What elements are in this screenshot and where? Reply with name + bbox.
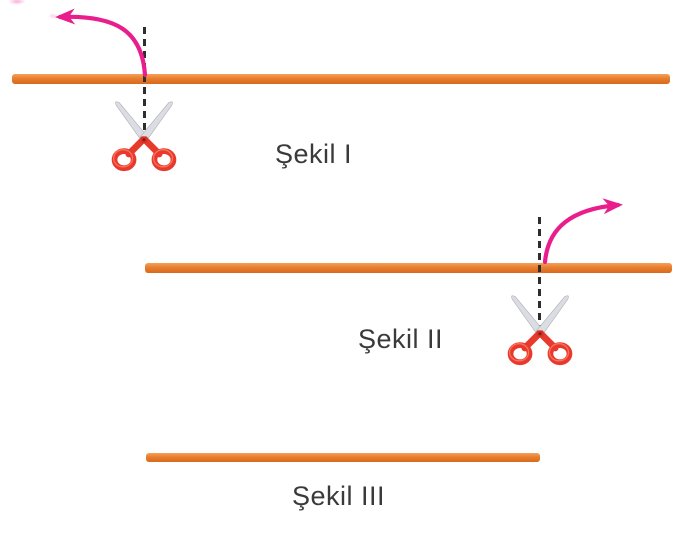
curved-arrow-right-icon: [542, 198, 623, 265]
figure-label: Şekil III: [292, 481, 386, 511]
stray-ink-mark: [8, 0, 26, 5]
curved-arrow-left-icon: [55, 8, 148, 78]
cut-dashed-line-1: [143, 27, 146, 133]
ribbon-strip-2: [145, 263, 672, 273]
ribbon-strip-3: [146, 453, 540, 462]
ribbon-strip-1: [12, 74, 670, 84]
cut-dashed-line-2: [538, 217, 541, 329]
scissors-icon: [111, 101, 177, 172]
scissors-icon: [507, 295, 573, 366]
figure-label: Şekil I: [275, 139, 353, 169]
figure-label: Şekil II: [358, 324, 444, 354]
